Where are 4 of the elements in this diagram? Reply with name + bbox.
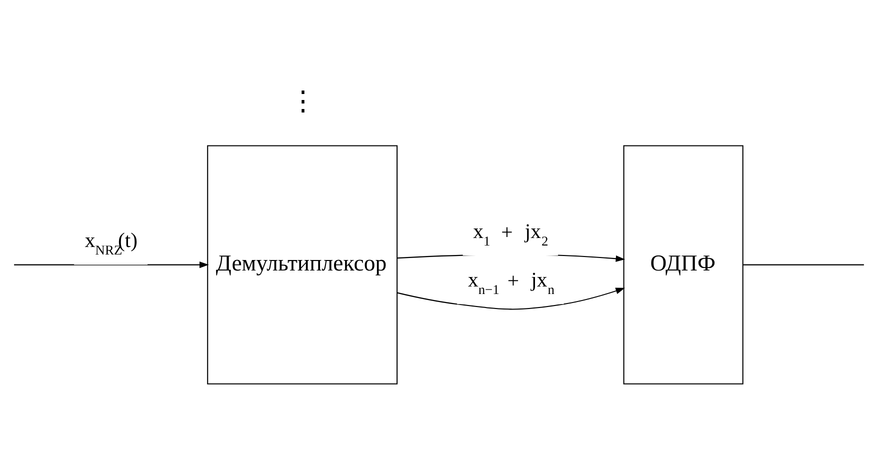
label: ⋮ [289,85,316,116]
edge-label: x$_{NRZ}$(t) [84,230,138,258]
edge-label: x$_{n−1}$ + jx$_{n}$ [468,269,554,297]
edge-label: x$_{1}$ + jx$_{2}$ [473,220,548,248]
